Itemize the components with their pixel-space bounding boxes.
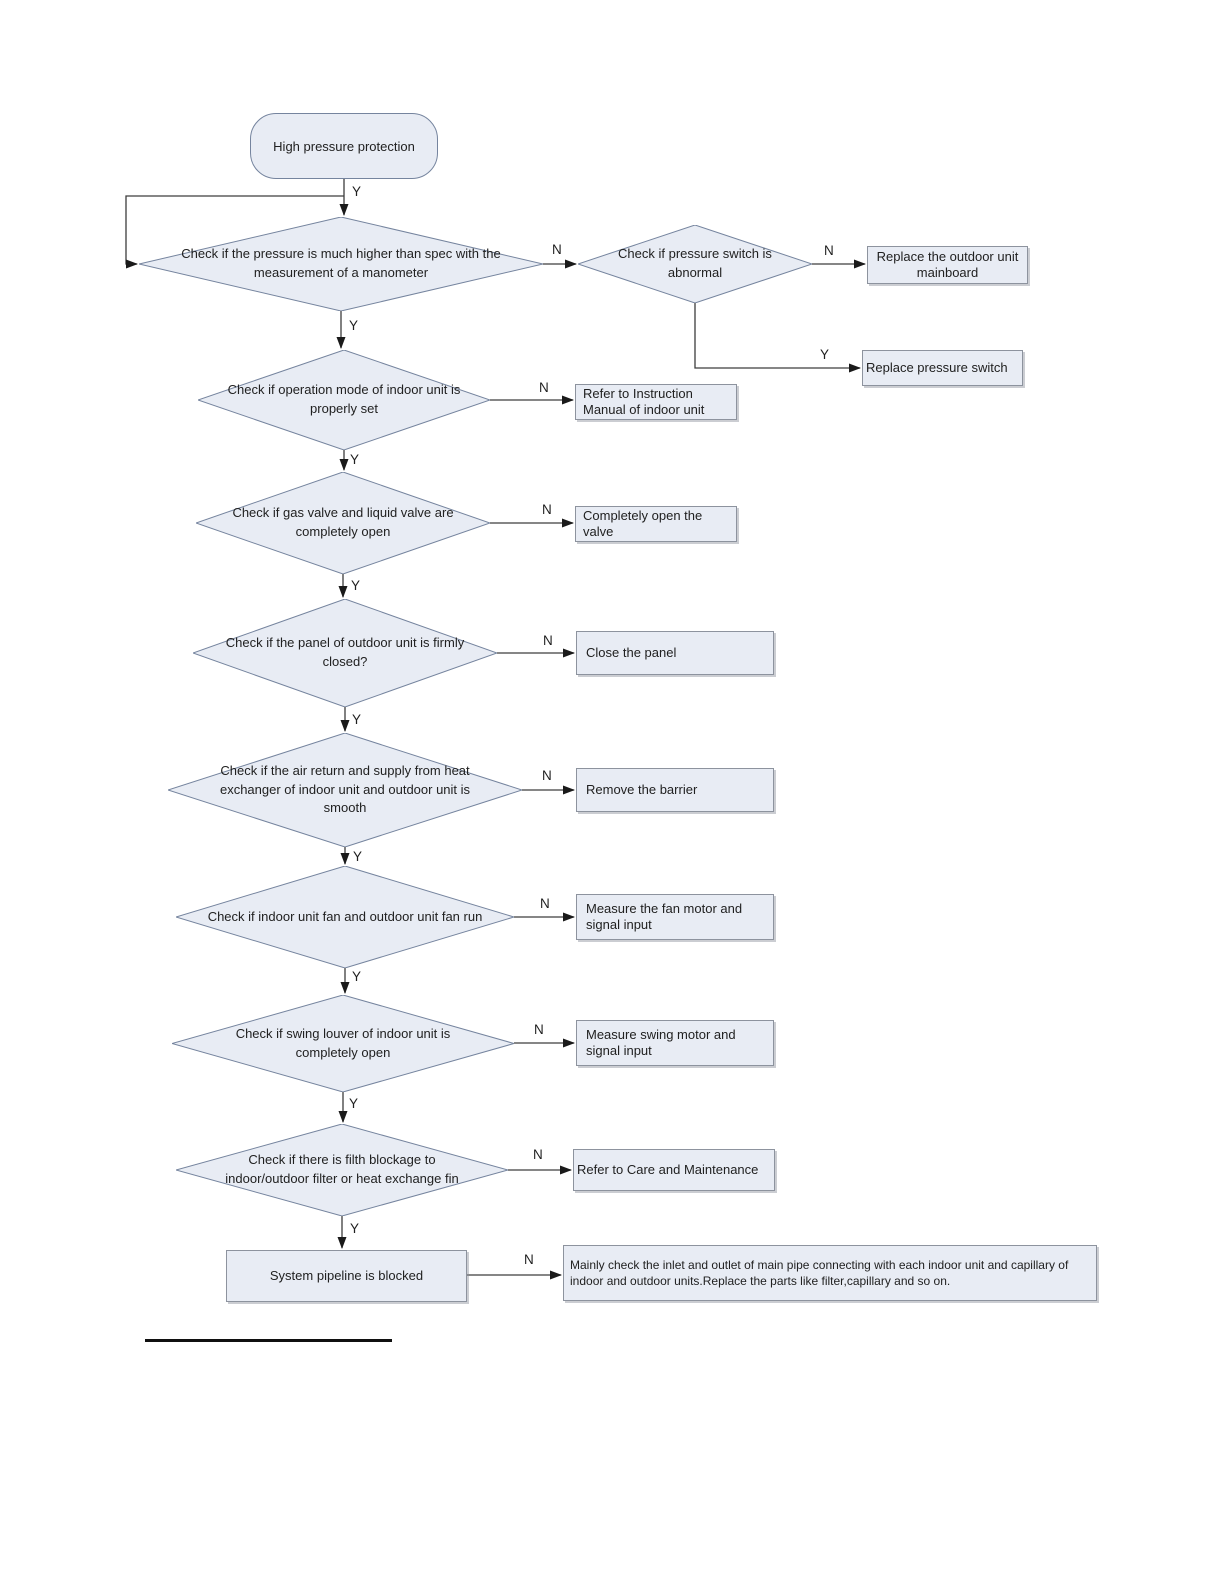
decision-panel-closed: Check if the panel of outdoor unit is fi… xyxy=(193,599,497,707)
action-refer-care-maintenance-label: Refer to Care and Maintenance xyxy=(577,1161,759,1177)
edge-label-no: N xyxy=(543,633,553,648)
decision-pressure-switch-abnormal: Check if pressure switch is abnormal xyxy=(578,225,812,303)
diamond-shape xyxy=(176,866,514,968)
edge-label-no: N xyxy=(533,1147,543,1162)
action-refer-care-maintenance: Refer to Care and Maintenance xyxy=(573,1149,775,1191)
action-measure-swing-motor: Measure swing motor and signal input xyxy=(576,1020,774,1066)
edge-label-no: N xyxy=(534,1022,544,1037)
decision-operation-mode: Check if operation mode of indoor unit i… xyxy=(198,350,490,450)
footnote-rule xyxy=(145,1339,392,1342)
edge-label-yes: Y xyxy=(350,1221,360,1236)
edge-label-no: N xyxy=(824,243,834,258)
diamond-shape xyxy=(139,217,543,311)
diamond-shape xyxy=(172,995,514,1092)
diamond-shape xyxy=(578,225,812,303)
action-replace-outdoor-mainboard: Replace the outdoor unit mainboard xyxy=(867,246,1028,284)
diamond-shape xyxy=(196,472,490,574)
diamond-shape xyxy=(193,599,497,707)
edge-label-yes: Y xyxy=(349,1096,359,1111)
edge-label-no: N xyxy=(540,896,550,911)
action-measure-fan-motor: Measure the fan motor and signal input xyxy=(576,894,774,940)
edge-left-loop-into-pressure-check xyxy=(125,195,344,269)
decision-pressure-vs-spec: Check if the pressure is much higher tha… xyxy=(139,217,543,311)
action-replace-pressure-switch-label: Replace pressure switch xyxy=(866,359,1008,375)
diamond-shape xyxy=(198,350,490,450)
edge-label-yes: Y xyxy=(351,578,361,593)
edge-label-yes: Y xyxy=(350,452,360,467)
decision-fans-run: Check if indoor unit fan and outdoor uni… xyxy=(176,866,514,968)
edge-label-yes: Y xyxy=(353,849,363,864)
decision-pressure-switch-abnormal-label: Check if pressure switch is abnormal xyxy=(618,246,772,280)
action-open-valve-label: Completely open the valve xyxy=(583,507,703,539)
action-remove-barrier: Remove the barrier xyxy=(576,768,774,812)
action-measure-fan-motor-label: Measure the fan motor and signal input xyxy=(586,900,743,932)
decision-operation-mode-label: Check if operation mode of indoor unit i… xyxy=(227,382,461,416)
action-replace-outdoor-mainboard-label: Replace the outdoor unit mainboard xyxy=(876,248,1019,280)
decision-air-return-smooth: Check if the air return and supply from … xyxy=(168,733,522,847)
diamond-shape xyxy=(176,1124,508,1216)
action-replace-pressure-switch: Replace pressure switch xyxy=(862,350,1023,386)
action-check-main-pipe-label: Mainly check the inlet and outlet of mai… xyxy=(570,1257,1069,1288)
decision-air-return-smooth-label: Check if the air return and supply from … xyxy=(219,762,471,816)
action-refer-instruction-manual: Refer to Instruction Manual of indoor un… xyxy=(575,384,737,420)
decision-fans-run-label: Check if indoor unit fan and outdoor uni… xyxy=(207,908,483,924)
edge-label-no: N xyxy=(539,380,549,395)
edge-label-no: N xyxy=(542,502,552,517)
action-close-panel-label: Close the panel xyxy=(586,644,677,660)
process-system-pipeline-blocked-label: System pipeline is blocked xyxy=(269,1267,424,1283)
edge-label-yes: Y xyxy=(349,318,359,333)
action-open-valve: Completely open the valve xyxy=(575,506,737,542)
edge-label-no: N xyxy=(542,768,552,783)
action-measure-swing-motor-label: Measure swing motor and signal input xyxy=(586,1026,736,1058)
action-check-main-pipe: Mainly check the inlet and outlet of mai… xyxy=(563,1245,1097,1301)
process-system-pipeline-blocked: System pipeline is blocked xyxy=(226,1250,467,1302)
edge-label-yes: Y xyxy=(352,969,362,984)
edge-pressure-switch-yes xyxy=(694,303,861,373)
decision-panel-closed-label: Check if the panel of outdoor unit is fi… xyxy=(225,635,465,669)
edge-label-no: N xyxy=(524,1252,534,1267)
action-remove-barrier-label: Remove the barrier xyxy=(586,781,698,797)
edge-label-no: N xyxy=(552,242,562,257)
decision-filth-blockage-label: Check if there is filth blockage to indo… xyxy=(225,1152,459,1186)
action-refer-instruction-manual-label: Refer to Instruction Manual of indoor un… xyxy=(583,385,705,417)
decision-filth-blockage: Check if there is filth blockage to indo… xyxy=(176,1124,508,1216)
decision-valves-open-label: Check if gas valve and liquid valve are … xyxy=(232,505,454,539)
decision-pressure-vs-spec-label: Check if the pressure is much higher tha… xyxy=(181,246,501,280)
action-close-panel: Close the panel xyxy=(576,631,774,675)
edge-label-yes: Y xyxy=(352,712,362,727)
edge-label-yes: Y xyxy=(820,347,830,362)
decision-swing-louver-open-label: Check if swing louver of indoor unit is … xyxy=(235,1025,451,1060)
decision-swing-louver-open: Check if swing louver of indoor unit is … xyxy=(172,995,514,1092)
diamond-shape xyxy=(168,733,522,847)
edge-label-yes: Y xyxy=(352,184,362,199)
decision-valves-open: Check if gas valve and liquid valve are … xyxy=(196,472,490,574)
terminator-start: High pressure protection xyxy=(250,113,438,179)
terminator-start-label: High pressure protection xyxy=(273,138,415,154)
